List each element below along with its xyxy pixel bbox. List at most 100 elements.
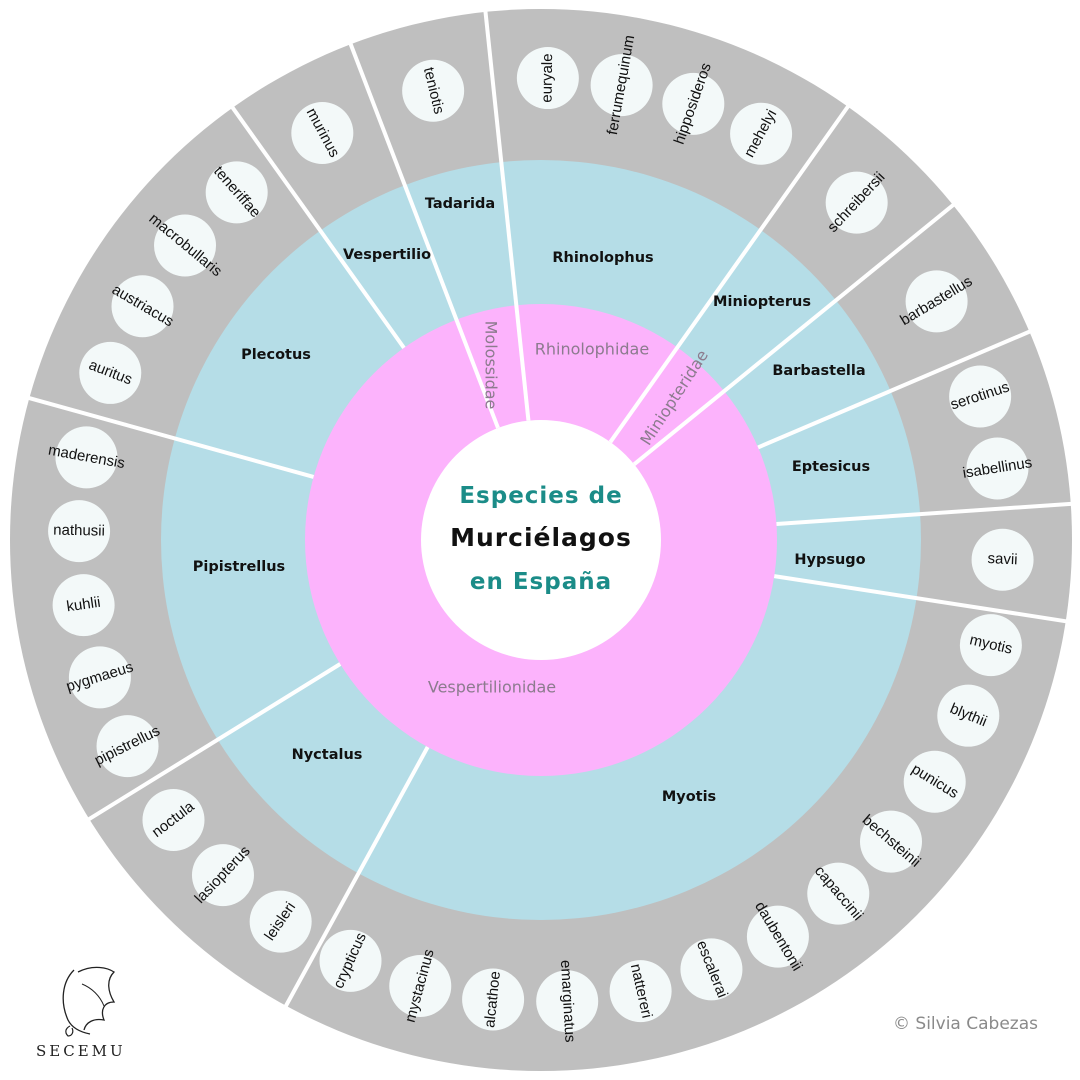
species-circle — [191, 844, 254, 907]
species-node: pygmaeus — [64, 646, 135, 709]
species-circle — [746, 905, 809, 968]
species-node: euryale — [516, 47, 579, 110]
genus-label: Plecotus — [241, 347, 311, 363]
center-circle — [421, 420, 661, 660]
species-node: escalerai — [680, 938, 743, 1001]
author-credit: © Silvia Cabezas — [893, 1014, 1038, 1034]
species-circle — [903, 750, 966, 813]
species-node: leisleri — [249, 890, 312, 953]
genus-label: Barbastella — [772, 363, 865, 379]
species-circle — [807, 862, 870, 925]
species-circle — [536, 970, 599, 1033]
family-label: Molossidae — [482, 321, 501, 410]
separator-line — [632, 202, 956, 466]
species-circle — [905, 270, 968, 333]
species-circle — [96, 715, 159, 778]
species-node: auritus — [79, 341, 142, 404]
family-label: Vespertilionidae — [428, 678, 556, 697]
separators — [26, 9, 1073, 1009]
title-line-3: en España — [470, 569, 612, 595]
species-node: bechsteinii — [859, 810, 924, 873]
species-circle — [52, 574, 115, 637]
species-circle — [111, 275, 174, 338]
species-circle — [609, 960, 672, 1023]
species-circle — [971, 528, 1034, 591]
species-node: lasiopterus — [191, 843, 254, 907]
species-circle — [730, 102, 793, 165]
species-node: hipposideros — [662, 61, 725, 147]
species-label: emarginatus — [557, 960, 579, 1043]
species-circle — [949, 365, 1012, 428]
species-node: nathusii — [48, 500, 111, 563]
species-circle — [205, 161, 268, 224]
separator-line — [483, 9, 531, 421]
species-circle — [402, 59, 465, 122]
species-node: maderensis — [47, 426, 126, 489]
separator-line — [26, 395, 315, 479]
species-node: savii — [971, 528, 1034, 591]
species-label: savii — [987, 550, 1018, 568]
species-circle — [48, 500, 111, 563]
species-circle — [590, 54, 653, 117]
species-label: alcathoe — [481, 970, 504, 1028]
species-circle — [937, 684, 1000, 747]
species-circle — [79, 341, 142, 404]
species-circle — [291, 102, 354, 165]
genus-label: Eptesicus — [792, 459, 870, 475]
species-circle — [959, 614, 1022, 677]
species-node: murinus — [291, 102, 354, 165]
species-node: isabellinus — [961, 437, 1033, 500]
species-circle — [662, 72, 725, 135]
species-node: crypticus — [319, 929, 382, 992]
species-circle — [680, 938, 743, 1001]
separator-line — [348, 41, 500, 429]
species-node: mehelyi — [730, 102, 793, 165]
bat-icon — [62, 966, 116, 1037]
species-circle — [825, 171, 888, 234]
genus-label: Hypsugo — [794, 552, 865, 568]
family-label: Rhinolophidae — [535, 340, 649, 359]
species-node: emarginatus — [536, 960, 599, 1043]
species-circle — [142, 788, 205, 851]
species-node: nattereri — [609, 960, 672, 1023]
species-circle — [462, 968, 525, 1031]
separator-line — [86, 662, 342, 822]
species-circle — [249, 890, 312, 953]
species-node: myotis — [959, 614, 1022, 677]
separator-line — [773, 574, 1069, 624]
species-node: pipistrellus — [92, 715, 163, 778]
species-node: noctula — [142, 788, 205, 851]
species-circle — [966, 437, 1029, 500]
species-circle — [319, 929, 382, 992]
species-node: daubentonii — [746, 899, 809, 974]
genus-label: Nyctalus — [292, 747, 363, 763]
separator-line — [757, 329, 1033, 450]
species-node: punicus — [903, 750, 966, 813]
species-node: blythii — [937, 684, 1000, 747]
center-title: Especies de Murciélagos en España — [450, 483, 632, 595]
species-node: mystacinus — [389, 947, 452, 1024]
separator-line — [608, 103, 851, 444]
species-circle — [516, 47, 579, 110]
species-node: serotinus — [948, 365, 1012, 428]
separator-line — [776, 501, 1073, 526]
species-node: teneriffae — [205, 161, 268, 224]
secemu-logo-text: SECEMU — [36, 1042, 126, 1060]
species-node: austriacus — [109, 275, 177, 338]
species-circle — [55, 426, 118, 489]
species-node: teniotis — [402, 59, 465, 122]
genus-label: Tadarida — [425, 196, 495, 212]
separator-line — [283, 746, 430, 1009]
genus-label: Myotis — [662, 789, 716, 805]
species-label: kuhlii — [65, 594, 101, 616]
species-circle — [859, 810, 922, 873]
title-line-1: Especies de — [459, 483, 622, 509]
species-label: nathusii — [53, 522, 105, 540]
genus-label: Pipistrellus — [193, 559, 285, 575]
species-node: capaccinii — [807, 862, 870, 925]
species-circle — [68, 646, 131, 709]
genus-label: Rhinolophus — [552, 250, 653, 266]
title-line-2: Murciélagos — [450, 523, 632, 552]
species-node: kuhlii — [52, 574, 115, 637]
